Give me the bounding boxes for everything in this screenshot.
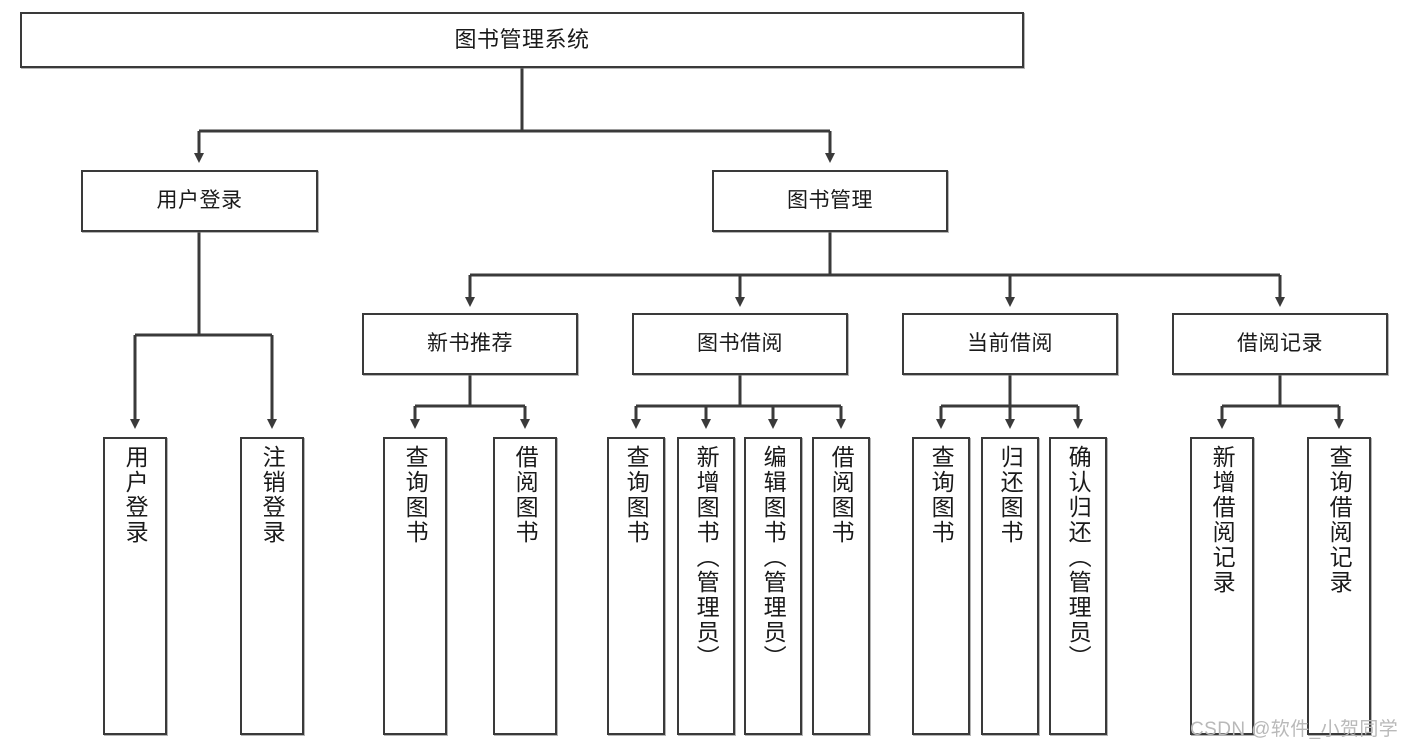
node-new-book-recommend[interactable]: 新书推荐 [362, 313, 578, 375]
csdn-watermark: CSDN @软件_小贺同学 [1190, 719, 1399, 740]
leaf-borrow-record-query-record[interactable]: 查询借阅记录 [1307, 437, 1371, 735]
leaf-current-borrow-return-book[interactable]: 归还图书 [981, 437, 1039, 735]
node-book-borrow[interactable]: 图书借阅 [632, 313, 848, 375]
leaf-current-borrow-query-book[interactable]: 查询图书 [912, 437, 970, 735]
node-label: 图书借阅 [697, 331, 783, 355]
node-label: 编辑图书（管理员） [760, 445, 787, 670]
node-user-login[interactable]: 用户登录 [81, 170, 318, 232]
leaf-book-borrow-borrow-book[interactable]: 借阅图书 [812, 437, 870, 735]
node-label: 借阅图书 [512, 445, 539, 545]
node-label: 查询借阅记录 [1326, 445, 1353, 595]
node-label: 借阅记录 [1237, 331, 1323, 355]
leaf-borrow-record-add-record[interactable]: 新增借阅记录 [1190, 437, 1254, 735]
leaf-current-borrow-confirm-return-admin[interactable]: 确认归还（管理员） [1049, 437, 1107, 735]
node-label: 归还图书 [997, 445, 1024, 545]
node-label: 注销登录 [259, 445, 286, 545]
leaf-user-login-login[interactable]: 用户登录 [103, 437, 167, 735]
node-label: 借阅图书 [828, 445, 855, 545]
leaf-user-login-logout[interactable]: 注销登录 [240, 437, 304, 735]
leaf-new-book-query-book[interactable]: 查询图书 [383, 437, 447, 735]
node-label: 查询图书 [402, 445, 429, 545]
node-label: 当前借阅 [967, 331, 1053, 355]
node-label: 用户登录 [156, 188, 243, 212]
node-label: 图书管理 [787, 188, 873, 212]
node-borrow-record[interactable]: 借阅记录 [1172, 313, 1388, 375]
node-current-borrow[interactable]: 当前借阅 [902, 313, 1118, 375]
leaf-book-borrow-query-book[interactable]: 查询图书 [607, 437, 665, 735]
node-label: 确认归还（管理员） [1065, 445, 1092, 670]
leaf-new-book-borrow-book[interactable]: 借阅图书 [493, 437, 557, 735]
node-label: 查询图书 [623, 445, 650, 545]
node-label: 用户登录 [122, 445, 149, 545]
leaf-book-borrow-add-book-admin[interactable]: 新增图书（管理员） [677, 437, 735, 735]
node-label: 新增借阅记录 [1209, 445, 1236, 595]
node-label: 图书管理系统 [454, 27, 590, 53]
node-label: 新增图书（管理员） [693, 445, 720, 670]
node-label: 新书推荐 [427, 331, 513, 355]
leaf-book-borrow-edit-book-admin[interactable]: 编辑图书（管理员） [744, 437, 802, 735]
node-label: 查询图书 [928, 445, 955, 545]
node-root-book-management-system[interactable]: 图书管理系统 [20, 12, 1024, 68]
node-book-management[interactable]: 图书管理 [712, 170, 948, 232]
